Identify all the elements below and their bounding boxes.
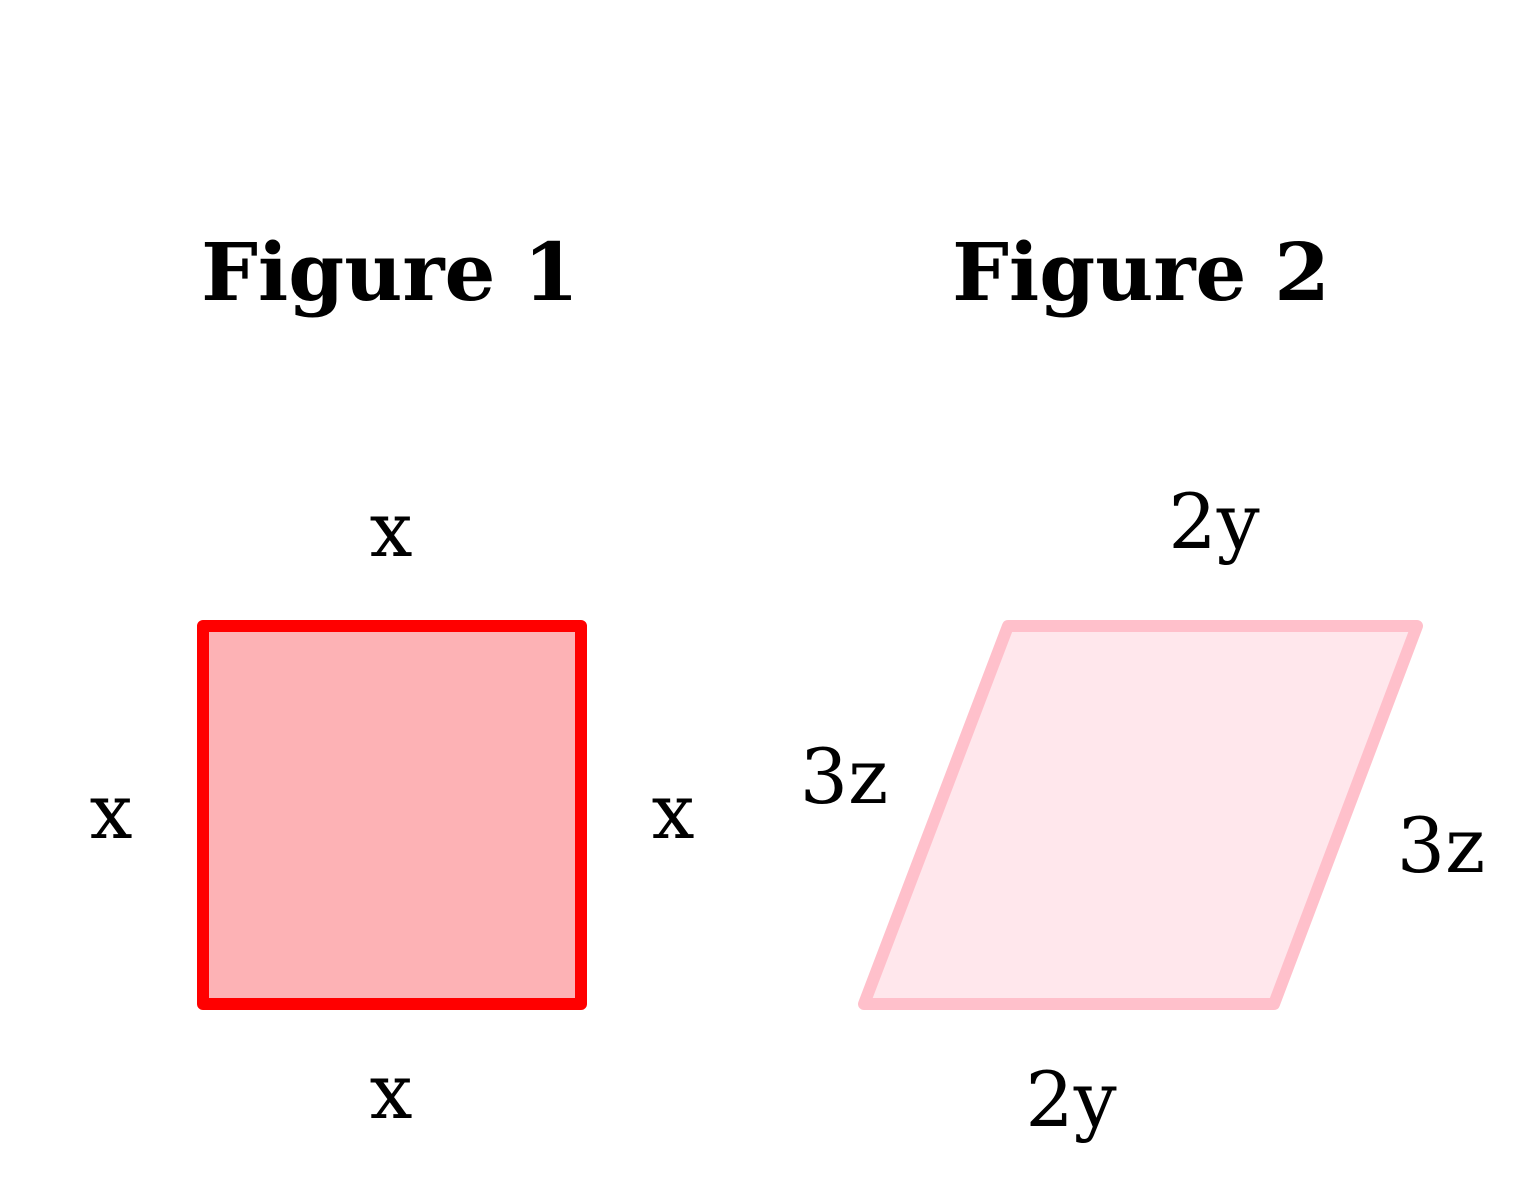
- figure-1-label-bottom: x: [370, 1047, 413, 1136]
- figure-1: Figure 1 x x x x: [90, 225, 695, 1136]
- figure-2: Figure 2 2y 2y 3z 3z: [800, 225, 1485, 1144]
- figure-2-title: Figure 2: [952, 225, 1330, 319]
- figure-2-label-left: 3z: [800, 732, 888, 821]
- figure-2-label-right: 3z: [1397, 801, 1485, 890]
- figure-1-label-right: x: [652, 767, 695, 856]
- figure-2-label-bottom: 2y: [1025, 1055, 1116, 1144]
- figure-1-square: [197, 620, 587, 1010]
- figure-2-parallelogram: [858, 620, 1423, 1010]
- figure-1-label-top: x: [370, 485, 413, 574]
- figure-1-title: Figure 1: [201, 225, 579, 319]
- figure-1-label-left: x: [90, 767, 133, 856]
- figure-2-label-top: 2y: [1168, 477, 1259, 566]
